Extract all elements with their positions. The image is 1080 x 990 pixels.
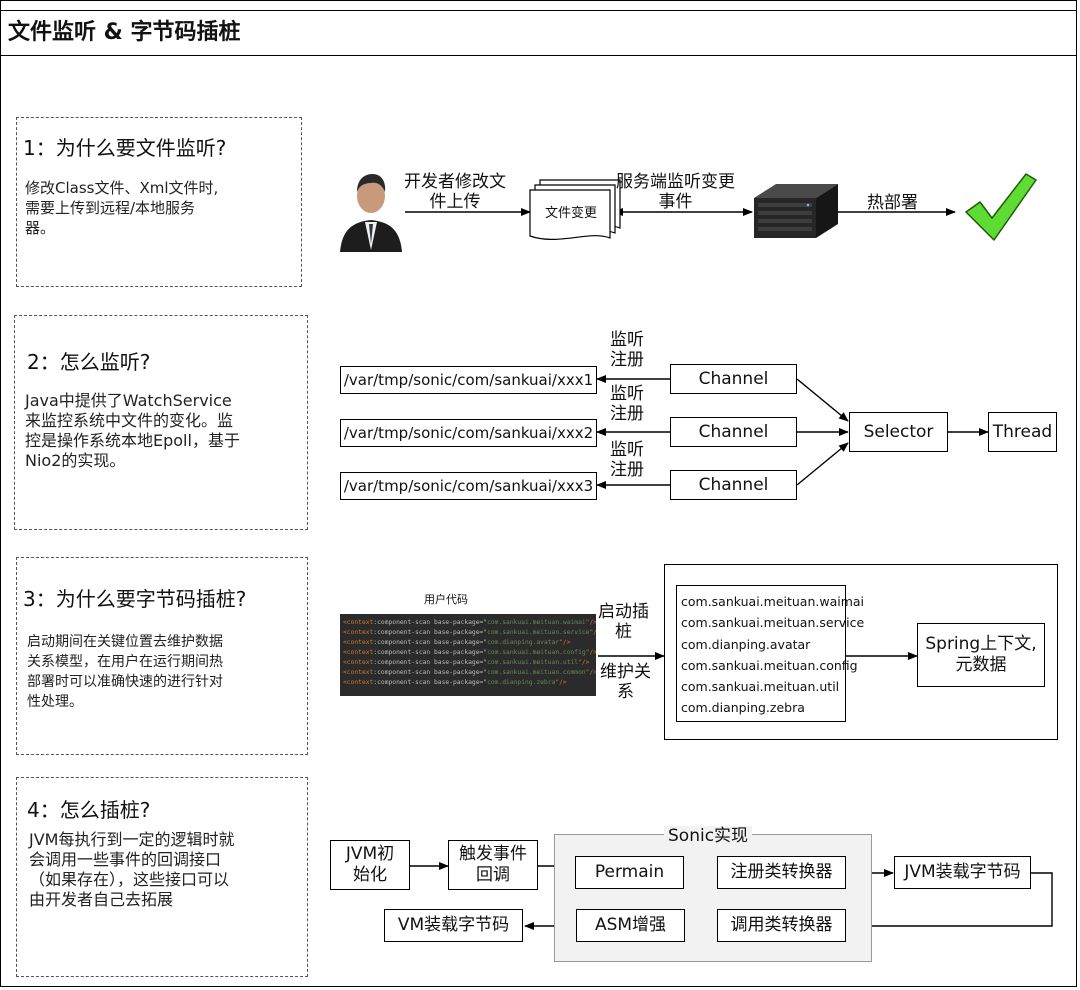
jvm-init-line: 始化: [353, 865, 387, 885]
section-2-title: 2：怎么监听?: [27, 350, 151, 374]
code-line: <context:component-scan base-package="co…: [343, 669, 596, 676]
package-item: com.sankuai.meituan.config: [681, 658, 858, 673]
label-start-instrument-line: 启动插: [598, 602, 649, 622]
code-line: <context:component-scan base-package="co…: [343, 659, 590, 666]
label-register-3: 监听 注册: [610, 440, 644, 480]
label-file-change: 文件变更: [544, 206, 597, 221]
label-maintain-relation-line: 系: [617, 682, 634, 702]
sonic-container: [554, 834, 872, 962]
section-1-desc-line: 修改Class文件、Xml文件时,: [25, 179, 219, 197]
arrow-channel3-selector: [796, 442, 849, 486]
label-hot-deploy: 热部署: [867, 193, 918, 213]
section-3-desc-line: 关系模型，在用户在运行期间热: [27, 654, 223, 670]
spring-context-box: Spring上下文, 元数据: [917, 623, 1045, 687]
section-1-box: 1：为什么要文件监听? 修改Class文件、Xml文件时, 需要上传到远程/本地…: [16, 117, 302, 287]
code-snippet: <context:component-scan base-package="co…: [340, 614, 596, 696]
label-register-line: 注册: [610, 350, 644, 370]
code-line: <context:component-scan base-package="co…: [343, 629, 596, 636]
trigger-callback-box: 触发事件 回调: [448, 840, 538, 890]
package-item: com.sankuai.meituan.service: [681, 615, 865, 630]
code-line: <context:component-scan base-package="co…: [343, 649, 596, 656]
section-2-desc-line: Nio2的实现。: [25, 451, 126, 470]
label-register-line: 注册: [610, 460, 644, 480]
call-transformer-box: 调用类转换器: [717, 909, 846, 942]
developer-avatar-icon: [340, 174, 402, 252]
label-user-code: 用户代码: [424, 593, 468, 606]
register-transformer-box: 注册类转换器: [717, 856, 846, 889]
section-2-box: 2：怎么监听? Java中提供了WatchService 来监控系统中文件的变化…: [14, 315, 308, 530]
section-3-desc-line: 部署时可以准确快速的进行针对: [27, 674, 223, 690]
section-4-title: 4：怎么插桩?: [27, 798, 151, 822]
arrow-jvmload-to-call: [847, 872, 1053, 930]
package-item: com.dianping.avatar: [681, 637, 811, 652]
sonic-title: Sonic实现: [664, 826, 753, 846]
arrow-channel1-selector: [796, 378, 849, 422]
section-4-box: 4：怎么插桩? JVM每执行到一定的逻辑时就 会调用一些事件的回调接口 （如果存…: [16, 777, 308, 977]
section-1-desc-line: 器。: [25, 219, 56, 237]
code-line: <context:component-scan base-package="co…: [343, 679, 567, 686]
trigger-callback-line: 触发事件: [459, 844, 527, 864]
section-4-desc-line: 会调用一些事件的回调接口: [29, 850, 222, 869]
section-3-title: 3：为什么要字节码插桩?: [23, 587, 247, 611]
section-4-desc-line: 由开发者自己去拓展: [29, 890, 174, 909]
check-mark-icon: [965, 173, 1037, 241]
section-3-desc-line: 性处理。: [27, 694, 83, 710]
packages-list-box: [676, 585, 846, 722]
jvm-init-box: JVM初 始化: [330, 840, 410, 890]
asm-enhance-box: ASM增强: [576, 909, 685, 942]
section-4-desc-line: （如果存在），这些接口可以: [29, 870, 230, 889]
label-register-line: 注册: [610, 404, 644, 424]
section-3-desc-line: 启动期间在关键位置去维护数据: [27, 634, 223, 650]
spring-context-line: Spring上下文,: [925, 634, 1037, 654]
channel-box-1: Channel: [670, 364, 797, 394]
package-item: com.sankuai.meituan.waimai: [681, 594, 865, 609]
package-item: com.dianping.zebra: [681, 700, 805, 715]
path-box-1: /var/tmp/sonic/com/sankuai/xxx1: [340, 366, 597, 394]
path-box-3: /var/tmp/sonic/com/sankuai/xxx3: [340, 472, 597, 500]
title-bar: [0, 10, 1077, 56]
server-icon: [754, 184, 838, 238]
section-3-box: 3：为什么要字节码插桩? 启动期间在关键位置去维护数据 关系模型，在用户在运行期…: [16, 557, 308, 755]
label-start-instrument: 启动插 桩: [598, 602, 649, 642]
label-register-2: 监听 注册: [610, 384, 644, 424]
label-maintain-relation: 维护关 系: [600, 662, 651, 702]
label-dev-modify-line: 开发者修改文: [404, 172, 506, 192]
page-title: 文件监听 & 字节码插桩: [8, 20, 241, 45]
packages-container: [664, 564, 1058, 740]
label-register-1: 监听 注册: [610, 330, 644, 370]
label-dev-modify: 开发者修改文 件上传: [404, 172, 506, 212]
document-stack-icon: [529, 179, 621, 240]
jvm-init-line: JVM初: [345, 844, 395, 864]
section-1-desc-line: 需要上传到远程/本地服务: [25, 199, 196, 217]
path-box-2: /var/tmp/sonic/com/sankuai/xxx2: [340, 419, 597, 447]
selector-box: Selector: [849, 412, 948, 452]
spring-context-line: 元数据: [955, 655, 1007, 675]
permain-box: Permain: [575, 856, 684, 889]
section-1-title: 1：为什么要文件监听?: [23, 136, 227, 160]
label-register-line: 监听: [610, 440, 644, 460]
label-server-listen: 服务端监听变更 事件: [616, 172, 735, 212]
label-server-listen-line: 事件: [658, 192, 693, 212]
trigger-callback-line: 回调: [476, 865, 510, 885]
section-2-desc-line: Java中提供了WatchService: [25, 391, 232, 410]
section-2-desc-line: 控是操作系统本地Epoll，基于: [25, 431, 240, 450]
label-register-line: 监听: [610, 330, 644, 350]
label-server-listen-line: 服务端监听变更: [616, 172, 735, 192]
code-line: <context:component-scan base-package="co…: [343, 619, 596, 626]
label-start-instrument-line: 桩: [615, 622, 632, 642]
label-maintain-relation-line: 维护关: [600, 662, 651, 682]
section-4-desc-line: JVM每执行到一定的逻辑时就: [29, 830, 235, 849]
channel-box-3: Channel: [670, 470, 797, 500]
thread-box: Thread: [988, 412, 1057, 452]
package-item: com.sankuai.meituan.util: [681, 679, 840, 694]
jvm-load-bytecode-box: JVM装载字节码: [894, 856, 1031, 889]
label-dev-modify-line: 件上传: [429, 192, 481, 212]
section-2-desc-line: 来监控系统中文件的变化。监: [25, 411, 234, 430]
code-line: <context:component-scan base-package="co…: [343, 639, 571, 646]
channel-box-2: Channel: [670, 417, 797, 447]
vm-load-bytecode-box: VM装载字节码: [384, 909, 523, 942]
label-register-line: 监听: [610, 384, 644, 404]
